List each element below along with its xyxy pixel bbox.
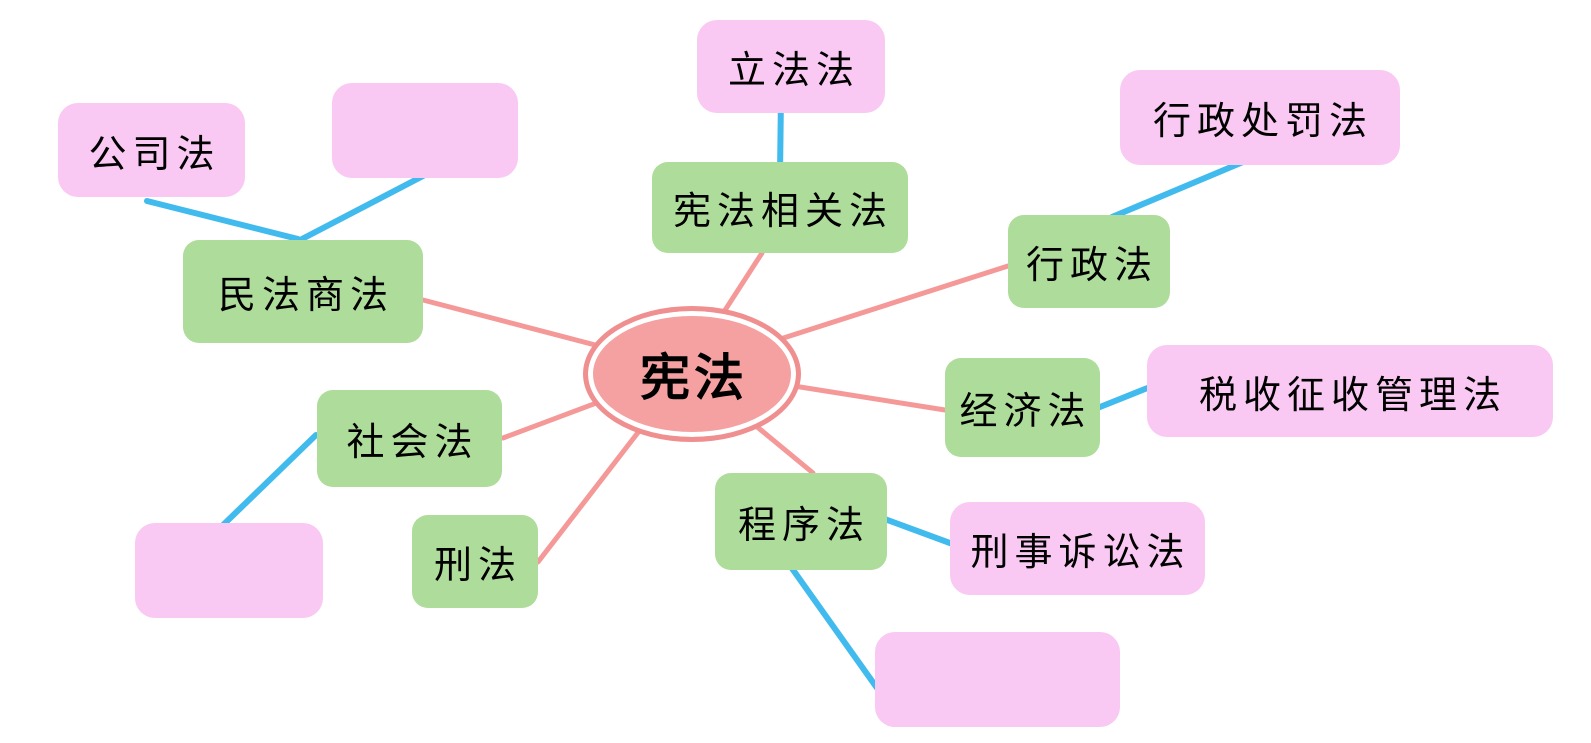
node-label: 行政法 — [1025, 243, 1158, 287]
node-empty-under-procedural[interactable] — [875, 632, 1120, 727]
node-tax-collection-law[interactable]: 税收征收管理法 — [1147, 345, 1553, 437]
node-label: 立法法 — [727, 48, 860, 92]
node-label: 刑事诉讼法 — [970, 530, 1191, 574]
edge-procedural-empty-node — [788, 564, 880, 691]
edge-economic-tax-collection — [1092, 382, 1158, 412]
node-label: 民法商法 — [217, 273, 394, 317]
edge-social-empty-node — [218, 432, 319, 530]
node-label: 公司法 — [88, 131, 221, 176]
node-empty-under-civil[interactable] — [332, 83, 518, 178]
node-legislation-law[interactable]: 立法法 — [697, 20, 885, 113]
node-admin-penalty-law[interactable]: 行政处罚法 — [1120, 70, 1400, 165]
node-company-law[interactable]: 公司法 — [58, 103, 245, 197]
edge-civil-commercial-empty-node — [299, 173, 426, 242]
node-label: 社会法 — [346, 420, 479, 464]
node-criminal-procedure-law[interactable]: 刑事诉讼法 — [950, 502, 1205, 595]
node-administrative-law[interactable]: 行政法 — [1008, 215, 1170, 308]
node-constitution-center[interactable]: 宪法 — [583, 306, 801, 442]
node-label: 程序法 — [737, 503, 870, 547]
node-civil-commercial-law[interactable]: 民法商法 — [183, 240, 423, 343]
node-label: 经济法 — [959, 389, 1092, 433]
node-label: 税收征收管理法 — [1198, 372, 1507, 417]
node-social-law[interactable]: 社会法 — [317, 390, 502, 487]
center-label: 宪法 — [640, 349, 748, 407]
edge-procedural-criminal-procedure — [879, 515, 961, 549]
node-procedural-law[interactable]: 程序法 — [715, 473, 887, 570]
node-label: 行政处罚法 — [1152, 99, 1373, 143]
node-empty-under-social[interactable] — [135, 523, 323, 618]
edge-administrative-admin-penalty — [1109, 159, 1246, 220]
edge-civil-commercial-company — [144, 198, 301, 242]
node-economic-law[interactable]: 经济法 — [945, 358, 1100, 457]
node-label: 刑法 — [433, 543, 522, 587]
node-label: 宪法相关法 — [672, 189, 893, 233]
node-constitutional-related-law[interactable]: 宪法相关法 — [652, 162, 908, 253]
node-criminal-law[interactable]: 刑法 — [412, 515, 538, 608]
